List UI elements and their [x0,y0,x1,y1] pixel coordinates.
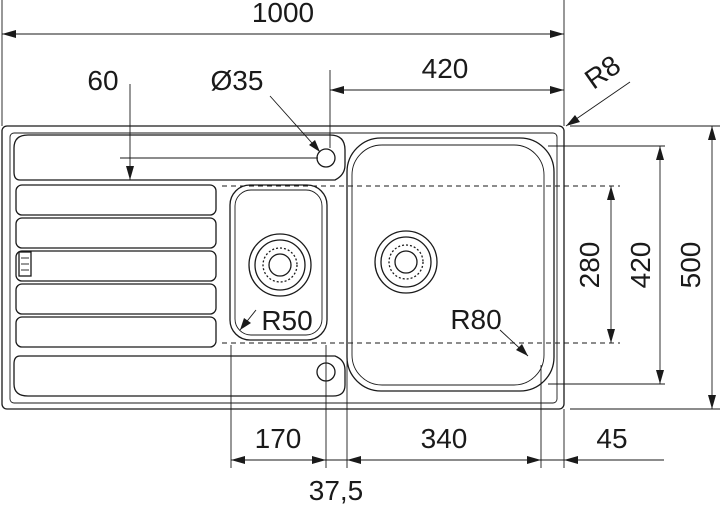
small-bowl-width-label: 170 [255,423,302,454]
small-bowl [229,184,328,341]
overall-depth-label: 500 [675,242,706,289]
drainer-offset-label: 60 [87,65,118,96]
overall-width-label: 1000 [252,0,314,28]
small-bowl-radius-label: R50 [261,305,312,336]
overflow-slot [18,251,32,277]
drainer-top-outline [13,134,346,181]
bowl-depth-label: 280 [574,242,605,289]
drainer-bottom-outline [13,355,346,397]
tap-hole-label: Ø35 [211,65,264,96]
bowl-gap-label: 37,5 [309,475,364,505]
right-margin-label: 45 [596,423,627,454]
drainer-ribs [15,184,217,348]
main-bowl-width-label: 340 [421,423,468,454]
dim-line-tap-hole [269,95,321,153]
main-bowl-radius-label: R80 [450,304,501,335]
main-bowl-offset-label: 420 [422,53,469,84]
corner-radius-label: R8 [579,49,626,95]
small-bowl-strainer [248,233,312,297]
main-bowl [346,137,555,392]
main-bowl-strainer [374,230,438,294]
main-bowl-height-label: 420 [625,242,656,289]
sink-outline [1,125,565,410]
sink-inner-outline [9,132,558,404]
